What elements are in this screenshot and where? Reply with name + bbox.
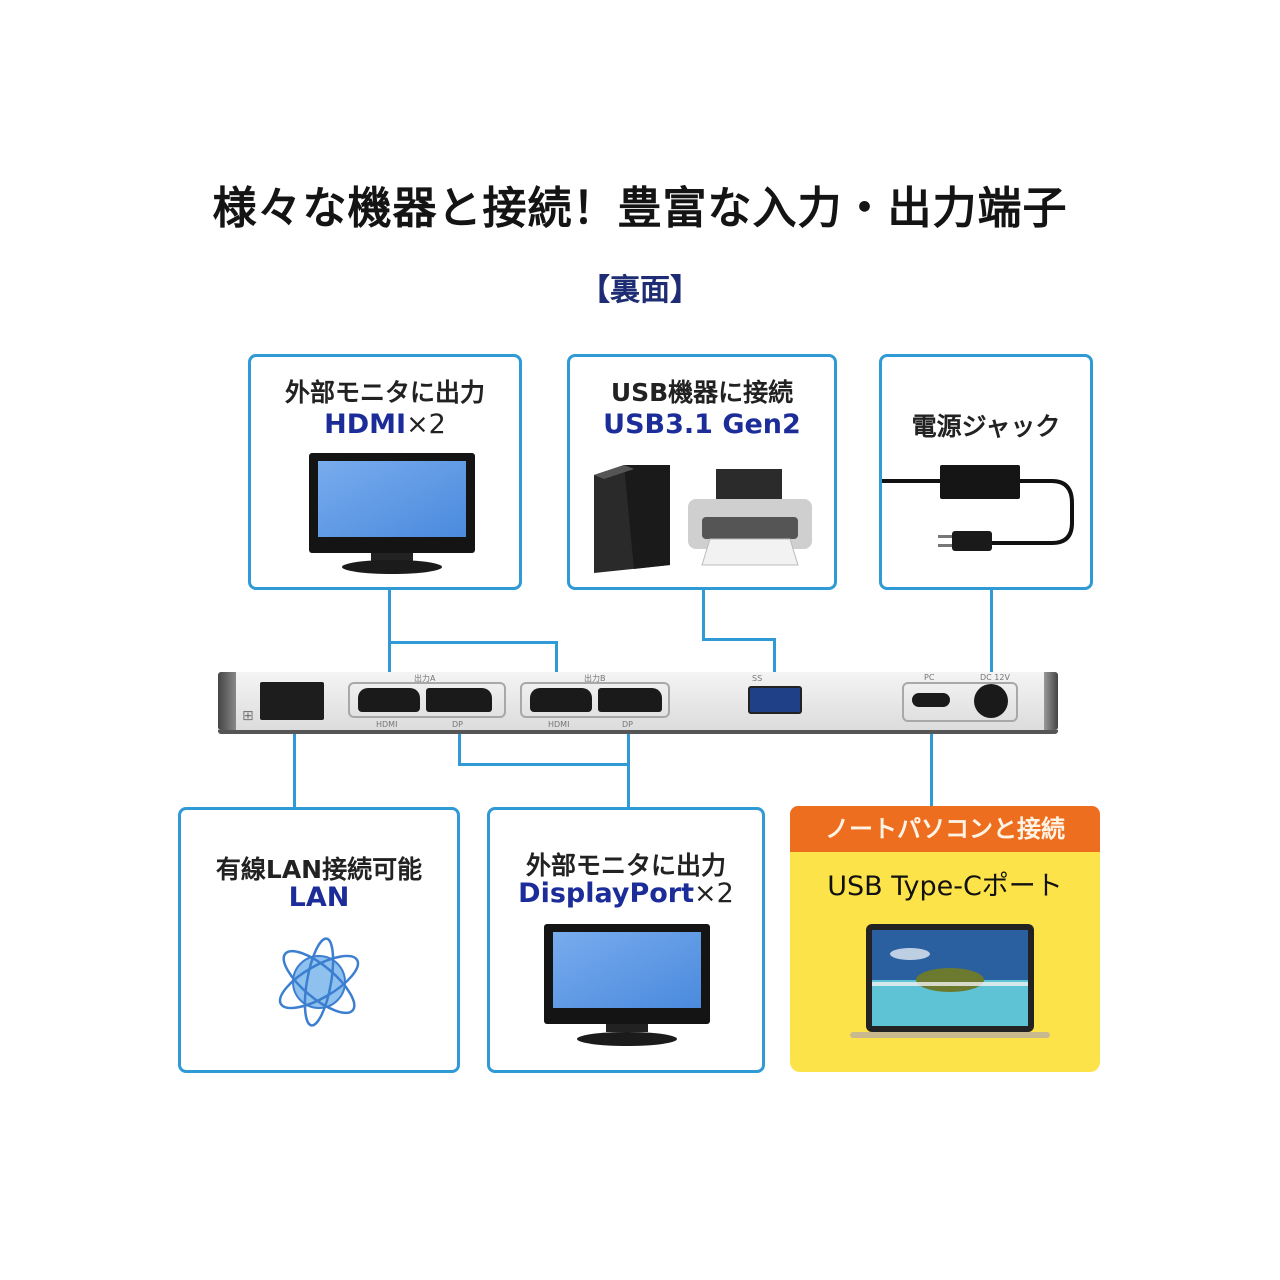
output-b-port-group [520, 682, 670, 718]
connector-line [702, 588, 705, 640]
network-globe-icon [278, 937, 360, 1027]
ac-adapter-icon [882, 465, 1074, 551]
displayport-output-box: 外部モニタに出力 DisplayPort×2 [487, 807, 765, 1073]
connector-line [627, 708, 630, 808]
dp-b-label: DP [622, 720, 633, 729]
hdmi-a-label: HDMI [376, 720, 398, 729]
tv-monitor-icon [309, 453, 475, 574]
connector-line [293, 702, 296, 808]
laptop-icon [850, 924, 1050, 1038]
connector-line [555, 641, 558, 674]
usb-type-c-laptop-box: ノートパソコンと接続 USB Type-Cポート [790, 806, 1100, 1072]
connector-line [458, 708, 461, 766]
dp-a-label: DP [452, 720, 463, 729]
power-box-caption: 電源ジャック [911, 412, 1061, 441]
connector-line [702, 638, 776, 641]
displayport-box-label: DisplayPort×2 [518, 878, 734, 909]
lan-port[interactable] [260, 682, 324, 720]
tv-monitor-icon [544, 924, 710, 1046]
connector-line [930, 705, 933, 808]
displayport-box-caption: 外部モニタに出力 [525, 851, 726, 880]
connector-line [388, 641, 558, 644]
lan-box: 有線LAN接続可能 LAN [178, 807, 460, 1073]
usb-box-caption: USB機器に接続 [610, 378, 794, 407]
usb-device-box: USB機器に接続 USB3.1 Gen2 [567, 354, 837, 590]
hdmi-port-a[interactable] [358, 688, 420, 712]
pc-dc-port-group [902, 682, 1018, 722]
output-b-label: 出力B [584, 674, 606, 683]
usb-box-label: USB3.1 Gen2 [603, 409, 801, 440]
dc-power-jack[interactable] [974, 684, 1008, 718]
lan-box-label: LAN [288, 882, 350, 913]
lan-symbol-icon: ⊞ [242, 708, 254, 724]
connector-line [458, 763, 630, 766]
connector-line [388, 588, 391, 674]
hdmi-box-caption: 外部モニタに出力 [284, 378, 485, 407]
output-a-port-group [348, 682, 506, 718]
usb-a-port[interactable] [748, 686, 802, 714]
displayport-b[interactable] [598, 688, 662, 712]
typec-box-label: USB Type-Cポート [827, 871, 1063, 902]
printer-icon [688, 469, 812, 566]
page-subtitle: 【裏面】 [580, 273, 700, 308]
power-jack-box: 電源ジャック [879, 354, 1093, 590]
laptop-box-header: ノートパソコンと接続 [790, 806, 1100, 852]
device-end-cap [1044, 672, 1058, 730]
hdmi-output-box: 外部モニタに出力 HDMI×2 [248, 354, 522, 590]
connector-line [773, 638, 776, 698]
page-title: 様々な機器と接続！豊富な入力・出力端子 [212, 183, 1068, 234]
external-hdd-icon [594, 465, 670, 573]
connector-line [990, 588, 993, 700]
hdmi-port-b[interactable] [530, 688, 592, 712]
pc-label: PC [924, 673, 935, 682]
displayport-a[interactable] [426, 688, 492, 712]
hdmi-b-label: HDMI [548, 720, 570, 729]
hdmi-box-label: HDMI×2 [324, 409, 446, 440]
output-a-label: 出力A [414, 674, 436, 683]
usb-ss-label: SS [752, 674, 763, 683]
lan-box-caption: 有線LAN接続可能 [215, 855, 423, 884]
docking-station-rear-panel: ⊞ 出力A HDMI DP 出力B HDMI DP SS PC DC 12V [218, 672, 1058, 734]
device-end-cap [218, 672, 236, 730]
dc-label: DC 12V [980, 673, 1010, 682]
usb-type-c-port[interactable] [912, 693, 950, 707]
